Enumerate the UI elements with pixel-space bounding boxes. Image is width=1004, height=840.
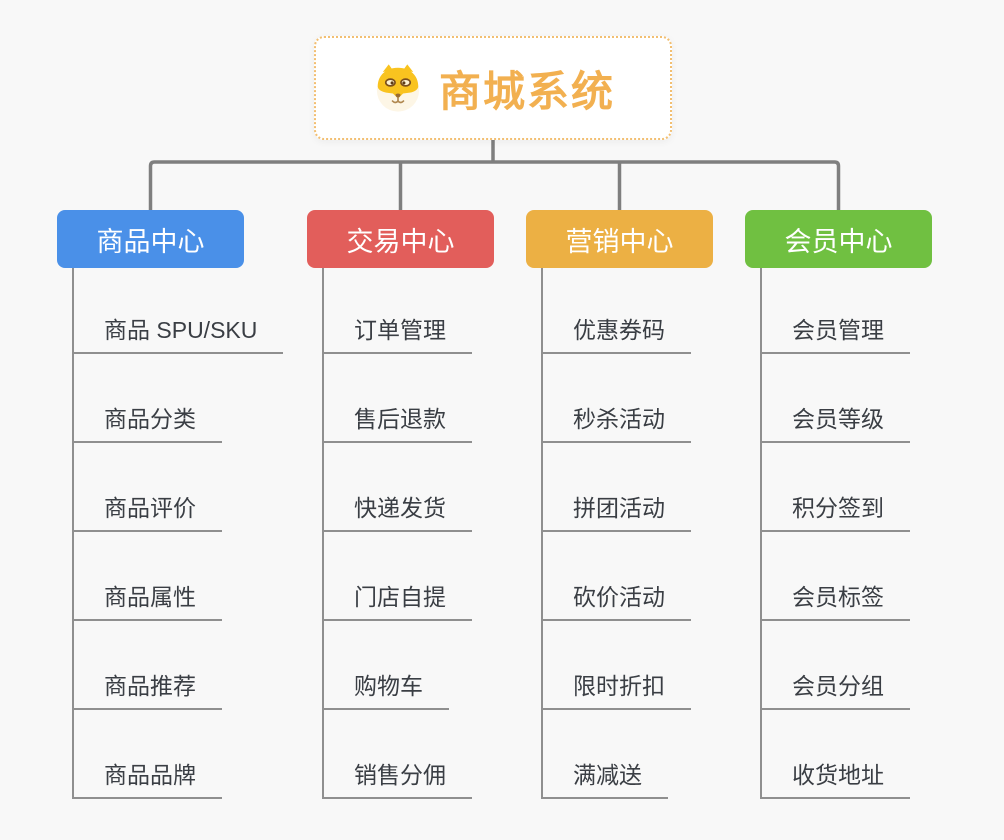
child-node[interactable]: 购物车 (324, 621, 449, 710)
child-node[interactable]: 满减送 (543, 710, 668, 799)
child-node-label: 秒杀活动 (573, 406, 665, 432)
child-list: 优惠券码秒杀活动拼团活动砍价活动限时折扣满减送 (541, 268, 691, 799)
branch-node[interactable]: 营销中心 (526, 210, 713, 268)
child-node-label: 砍价活动 (573, 584, 665, 610)
child-node-label: 会员标签 (792, 584, 884, 610)
branch-column: 商品中心商品 SPU/SKU 商品分类商品评价商品属性商品推荐商品品牌 (57, 210, 284, 799)
child-node[interactable]: 快递发货 (324, 443, 472, 532)
child-node-label: 会员等级 (792, 406, 884, 432)
child-node[interactable]: 优惠券码 (543, 268, 691, 354)
child-node-label: 商品 SPU/SKU (104, 317, 258, 343)
child-node[interactable]: 销售分佣 (324, 710, 472, 799)
child-node[interactable]: 会员等级 (762, 354, 910, 443)
child-node[interactable]: 秒杀活动 (543, 354, 691, 443)
child-node[interactable]: 限时折扣 (543, 621, 691, 710)
child-node-label: 快递发货 (354, 495, 446, 521)
child-node-label: 优惠券码 (573, 317, 665, 343)
child-node-label: 商品属性 (104, 584, 196, 610)
branch-column: 营销中心优惠券码秒杀活动拼团活动砍价活动限时折扣满减送 (526, 210, 713, 799)
child-node[interactable]: 商品分类 (74, 354, 222, 443)
child-node[interactable]: 商品品牌 (74, 710, 222, 799)
child-node[interactable]: 砍价活动 (543, 532, 691, 621)
child-node-label: 订单管理 (354, 317, 446, 343)
child-node[interactable]: 订单管理 (324, 268, 472, 354)
child-list: 商品 SPU/SKU 商品分类商品评价商品属性商品推荐商品品牌 (72, 268, 284, 799)
child-node-label: 收货地址 (792, 762, 884, 788)
child-node-label: 满减送 (573, 762, 642, 788)
branch-column: 会员中心会员管理会员等级积分签到会员标签会员分组收货地址 (745, 210, 932, 799)
child-node-label: 售后退款 (354, 406, 446, 432)
child-node-label: 商品分类 (104, 406, 196, 432)
child-node[interactable]: 会员管理 (762, 268, 910, 354)
child-node-label: 商品评价 (104, 495, 196, 521)
branch-column: 交易中心订单管理售后退款快递发货门店自提购物车销售分佣 (307, 210, 494, 799)
child-node[interactable]: 会员分组 (762, 621, 910, 710)
child-node[interactable]: 商品推荐 (74, 621, 222, 710)
child-node[interactable]: 商品 SPU/SKU (74, 268, 284, 354)
child-node-label: 商品品牌 (104, 762, 196, 788)
dog-face-icon (376, 64, 420, 112)
child-node[interactable]: 积分签到 (762, 443, 910, 532)
branch-node[interactable]: 会员中心 (745, 210, 932, 268)
child-list: 订单管理售后退款快递发货门店自提购物车销售分佣 (322, 268, 472, 799)
child-node[interactable]: 拼团活动 (543, 443, 691, 532)
child-node-label: 商品推荐 (104, 673, 196, 699)
child-node[interactable]: 收货地址 (762, 710, 910, 799)
child-node[interactable]: 商品属性 (74, 532, 222, 621)
child-node[interactable]: 会员标签 (762, 532, 910, 621)
child-node-label: 会员管理 (792, 317, 884, 343)
child-node[interactable]: 商品评价 (74, 443, 222, 532)
branch-node[interactable]: 商品中心 (57, 210, 244, 268)
root-node-title: 商城系统 (438, 67, 615, 115)
child-node[interactable]: 门店自提 (324, 532, 472, 621)
child-node-label: 积分签到 (792, 495, 884, 521)
branch-node[interactable]: 交易中心 (307, 210, 494, 268)
child-node-label: 购物车 (354, 673, 423, 699)
root-node[interactable]: 商城系统 (314, 36, 672, 140)
child-list: 会员管理会员等级积分签到会员标签会员分组收货地址 (760, 268, 910, 799)
child-node-label: 门店自提 (354, 584, 446, 610)
child-node-label: 会员分组 (792, 673, 884, 699)
child-node-label: 拼团活动 (573, 495, 665, 521)
child-node-label: 销售分佣 (354, 762, 446, 788)
child-node-label: 限时折扣 (573, 673, 665, 699)
child-node[interactable]: 售后退款 (324, 354, 472, 443)
